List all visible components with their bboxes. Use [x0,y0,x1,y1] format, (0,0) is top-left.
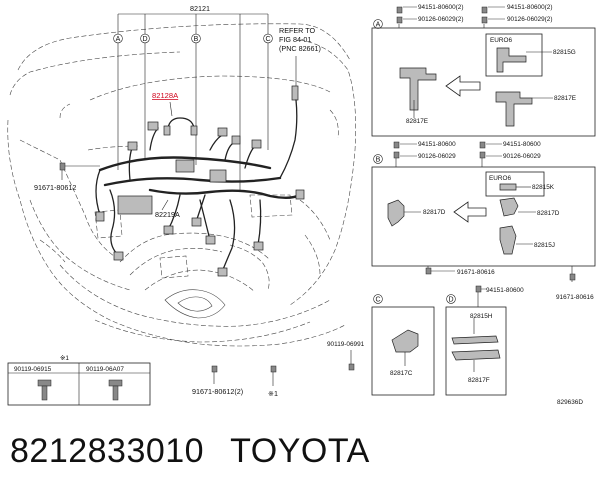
bolt-icon [37,379,52,401]
panel-b-bolt-1: 94151-80600 [418,141,456,148]
arrow-icon [445,75,481,97]
arrow-icon [453,201,487,223]
panel-c-letter: C [375,297,380,304]
main-part-label: 82121 [190,4,210,13]
bottom-bolt-label: 91671-80612(2) [192,387,243,396]
bottom-bolt-callouts: 91671-80612(2) ※1 [192,365,278,398]
detail-panel-a: A 94151-80600(2) 90126-06029(2) 94151-80… [371,4,596,137]
panel-b-bolt-2: 90126-06029 [418,153,456,160]
legend-col-2: 90119-06A07 [86,366,124,373]
panel-a-bolt-3: 94151-80600(2) [507,4,552,11]
legend-mark: ※1 [60,355,69,362]
panel-a-bolt-4: 90126-06029(2) [507,16,552,23]
panel-b-letter: B [376,157,381,164]
highlighted-part-label: 82128A [152,91,179,100]
callout-d: D [142,36,147,43]
refer-line-1: REFER TO [279,26,315,35]
refer-line-2: FIG 84-01 [279,35,311,44]
bolt-icon [108,379,123,401]
refer-line-3: (PNC 82661) [279,44,321,53]
panel-d-letter: D [448,297,453,304]
panel-c-part: 82817C [390,370,413,377]
left-bolt-label: 91671-80612 [34,183,76,192]
panel-d-part-f: 82817F [468,377,490,384]
part-82219a: 82219A [155,199,180,219]
detail-panel-b: B 94151-80600 90126-06029 94151-80600 90… [371,141,596,301]
callout-c: C [265,36,270,43]
panel-a-letter: A [376,22,381,29]
panel-d-bolt-label: 94151-80600 [486,287,524,294]
panel-a-part-e-left: 82817E [406,118,428,125]
figure-code: 829636D [557,399,583,406]
panel-a-part-g: 82815G [553,49,576,56]
part-number: 8212833010 [10,432,205,470]
panel-b-bolt-3: 94151-80600 [503,141,541,148]
panel-b-bolt-bottom: 91671-80616 [457,269,495,276]
engine-harness [95,99,305,277]
detail-panel-c: C 90119-06991 82817C [327,294,435,396]
panel-b-euro-label: EURO6 [489,175,511,182]
panel-b-part-k: 82815K [532,184,555,191]
callout-circles: A D B C [113,33,273,44]
panel-a-bolt-2: 90126-06029(2) [418,16,463,23]
callout-a: A [116,36,121,43]
panel-c-bolt-label: 90119-06991 [327,341,365,348]
panel-b-bolt-right: 91671-80616 [556,294,594,301]
legend-col-1: 90119-06915 [14,366,52,373]
panel-a-part-e-right: 82817E [554,95,576,102]
panel-a-bolt-1: 94151-80600(2) [418,4,463,11]
left-bolt-callout: 91671-80612 [34,162,100,192]
bottom-mark-label: ※1 [268,389,278,398]
brand-name: TOYOTA [230,432,370,470]
detail-panel-d: D 94151-80600 82815H 82817F [445,285,524,396]
panel-a-euro-label: EURO6 [490,37,512,44]
panel-b-part-d-left: 82817D [423,209,446,216]
part-caption: 8212833010 TOYOTA [10,432,396,471]
center-part-label: 82219A [155,210,180,219]
panel-d-part-h: 82815H [470,313,493,320]
panel-b-part-d-right: 82817D [537,210,560,217]
panel-b-part-j: 82815J [534,242,555,249]
highlighted-part: 82128A [152,91,198,136]
vehicle-outline [7,23,356,347]
callout-b: B [194,36,199,43]
panel-b-bolt-4: 90126-06029 [503,153,541,160]
main-part-leaders: 82121 [117,4,269,190]
bolt-legend-table: ※1 90119-06915 90119-06A07 [7,355,151,406]
refer-note: REFER TO FIG 84-01 (PNC 82661) [279,26,321,101]
